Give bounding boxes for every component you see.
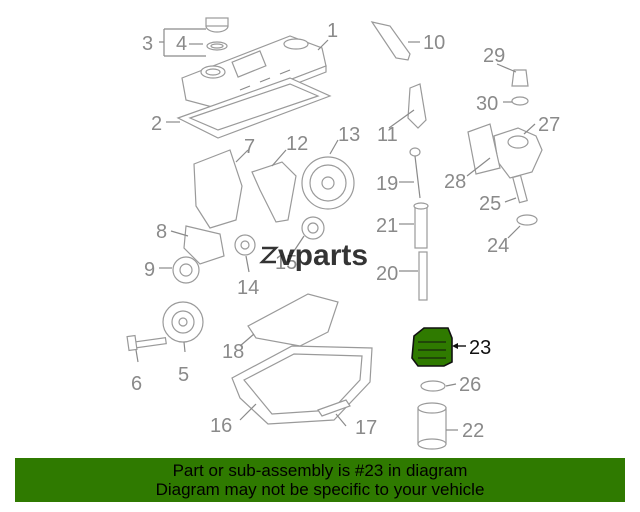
- callout-23: 23: [469, 337, 491, 359]
- callout-13: 13: [338, 124, 360, 146]
- filler-neck-part[interactable]: [200, 65, 226, 79]
- timing-cover-upper-part[interactable]: [370, 21, 411, 61]
- callout-28: 28: [444, 171, 466, 193]
- oil-filter-gasket-part[interactable]: [420, 380, 446, 392]
- callout-22: 22: [462, 420, 484, 442]
- callout-21: 21: [376, 215, 398, 237]
- callout-4: 4: [176, 33, 187, 55]
- callout-8: 8: [156, 221, 167, 243]
- dipstick-part[interactable]: [409, 147, 421, 199]
- callout-18: 18: [222, 341, 244, 363]
- callout-11: 11: [377, 124, 398, 146]
- tensioner-pulley-part[interactable]: [301, 216, 325, 240]
- callout-27: 27: [538, 114, 560, 136]
- housing-seal-part[interactable]: [516, 214, 538, 226]
- callout-2: 2: [151, 113, 162, 135]
- housing-bolt-part[interactable]: [512, 174, 528, 204]
- valve-cover-gasket-part[interactable]: [176, 77, 332, 139]
- banner-line-2: Diagram may not be specific to your vehi…: [155, 480, 485, 499]
- callout-3: 3: [142, 33, 153, 55]
- oil-filler-cap-part[interactable]: [205, 17, 229, 33]
- sender-seal-part[interactable]: [511, 96, 529, 106]
- oil-filter-part[interactable]: [417, 402, 447, 450]
- pulley-bolt-part[interactable]: [126, 334, 167, 352]
- callout-30: 30: [476, 93, 498, 115]
- callout-16: 16: [210, 415, 232, 437]
- oil-pan-part[interactable]: [231, 345, 373, 425]
- belt-guard-plate-part[interactable]: [183, 225, 225, 265]
- filler-seal-part[interactable]: [206, 41, 228, 51]
- callout-20: 20: [376, 263, 398, 285]
- crankshaft-pulley-part[interactable]: [162, 301, 204, 343]
- timing-belt-part[interactable]: [251, 161, 297, 223]
- callout-7: 7: [244, 136, 255, 158]
- oil-pressure-sender-part[interactable]: [511, 69, 529, 87]
- callout-15: 15: [275, 252, 297, 274]
- dipstick-tube-part[interactable]: [413, 202, 429, 249]
- banner-line-1: Part or sub-assembly is #23 in diagram: [172, 461, 468, 480]
- callout-24: 24: [487, 235, 509, 257]
- oil-filter-housing-part[interactable]: [493, 127, 543, 179]
- oil-baffle-part[interactable]: [247, 293, 339, 347]
- idler-pulley-part[interactable]: [172, 256, 200, 284]
- callout-12: 12: [286, 133, 308, 155]
- timing-cover-side-part[interactable]: [407, 83, 427, 129]
- leader-lines: [135, 28, 536, 431]
- housing-gasket-part[interactable]: [467, 123, 501, 175]
- callout-14: 14: [237, 277, 259, 299]
- oil-pickup-tube-part[interactable]: [418, 251, 428, 301]
- vparts-watermark-logo: vparts: [259, 239, 368, 272]
- callout-19: 19: [376, 173, 398, 195]
- camshaft-sprocket-part[interactable]: [301, 156, 355, 210]
- callout-5: 5: [178, 364, 189, 386]
- part-notice-banner: Part or sub-assembly is #23 in diagram D…: [15, 458, 625, 502]
- crankshaft-sprocket-part[interactable]: [234, 234, 256, 256]
- timing-belt-cover-part[interactable]: [193, 149, 243, 229]
- callout-29: 29: [483, 45, 505, 67]
- watermark-text: vparts: [278, 239, 368, 272]
- callout-26: 26: [459, 374, 481, 396]
- callout-10: 10: [423, 32, 445, 54]
- oil-cooler-highlighted-part[interactable]: [411, 327, 453, 367]
- sealant-tube-part[interactable]: [317, 399, 351, 417]
- callout-17: 17: [355, 417, 377, 439]
- callout-6: 6: [131, 373, 142, 395]
- callout-1: 1: [327, 20, 338, 42]
- callout-9: 9: [144, 259, 155, 281]
- callout-25: 25: [479, 193, 501, 215]
